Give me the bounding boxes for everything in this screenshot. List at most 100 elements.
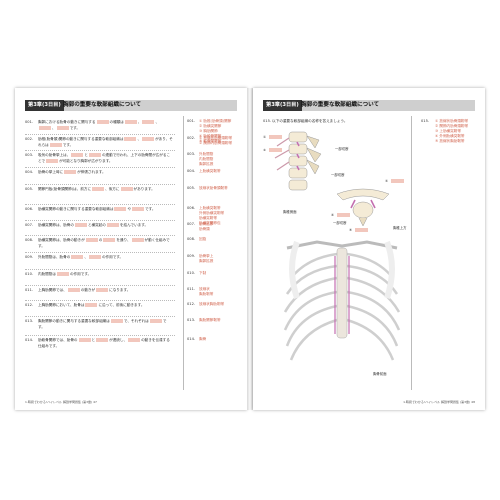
answer-blank[interactable] xyxy=(46,159,59,163)
answer-line: ④ 肋軟骨関節 xyxy=(199,134,222,138)
cut-label: 一部切断 xyxy=(333,221,347,225)
answer-lines: 胸骨 xyxy=(199,337,247,342)
answer-blank[interactable] xyxy=(128,338,141,342)
answer-blank[interactable] xyxy=(124,120,137,124)
answer-blank[interactable] xyxy=(106,223,119,227)
right-page: 第3章(3日目) 胸郭の重要な軟部組織について 015. 以下の重要な軟部組織の… xyxy=(253,88,485,410)
answer-number: 008. xyxy=(187,237,196,241)
spine-lateral-figure xyxy=(274,131,322,191)
answer-blank[interactable] xyxy=(110,319,123,323)
answer-blank[interactable] xyxy=(269,148,282,152)
chapter-tag: 第3章(3日目) xyxy=(25,100,64,111)
page-footer: 1.時間でわかる!ハイレベル 解剖学問題集 (第3章) 47 xyxy=(25,400,97,404)
answer-blank[interactable] xyxy=(142,137,155,141)
question-text: 上胸肋関節において、肋骨はに沿って、前後に動きます。 xyxy=(38,303,145,307)
row-separator xyxy=(25,150,175,151)
answer-blank[interactable] xyxy=(96,338,109,342)
answer-line: ② 肋横突関節 xyxy=(199,124,222,128)
row-separator xyxy=(25,235,175,236)
answer-line: 肋骨挙上 xyxy=(199,254,214,258)
question-text: 胸郭における肋骨の動きに関与するの種類は、、、です。 xyxy=(38,120,160,130)
label-5: ⑤ xyxy=(349,228,353,232)
page-title: 胸郭の重要な軟部組織について xyxy=(301,102,380,108)
answer-blank[interactable] xyxy=(78,338,91,342)
answer-blank[interactable] xyxy=(132,207,145,211)
answer-blank[interactable] xyxy=(114,207,127,211)
answer-blank[interactable] xyxy=(120,187,133,191)
answer-line: ① 放線状肋骨頭靭帯 xyxy=(435,119,469,123)
question-text: 肋骨の挙上時にが伸張されます。 xyxy=(38,170,106,174)
answer-number: 009. xyxy=(187,254,196,258)
page-footer: 1.時間でわかる!ハイレベル 解剖学問題集 (第3章) 48 xyxy=(403,400,475,404)
answer-line: ① 放線状肋骨頭靭帯 xyxy=(199,136,233,140)
answer-number: 010. xyxy=(187,271,196,275)
answer-blank[interactable] xyxy=(49,143,62,147)
row-separator xyxy=(25,269,175,270)
answer-line: 下制 xyxy=(199,271,207,275)
answer-lines: 回旋 xyxy=(199,237,247,242)
cut-label: 一部切断 xyxy=(331,173,345,177)
row-separator xyxy=(25,204,175,205)
answer-blank[interactable] xyxy=(355,228,368,232)
answer-blank[interactable] xyxy=(56,272,69,276)
page-header: 第3章(3日目) 胸郭の重要な軟部組織について xyxy=(263,100,475,111)
answer-line: 胸郭拡張 xyxy=(199,162,214,166)
question-text: 肋横突関節の動きに関与する重要な軟部組織はやです。 xyxy=(38,207,156,211)
answer-number: 012. xyxy=(187,302,196,306)
answer-blank[interactable] xyxy=(124,137,137,141)
answer-number: 001. xyxy=(187,119,196,123)
question-text: 肋軟骨関節では、肋骨のとが連続し、の動きを伝達する仕組みです。 xyxy=(38,338,170,348)
column-divider xyxy=(411,116,412,390)
answer-blank[interactable] xyxy=(71,153,84,157)
question-text: 肋横突関節は、肋骨のと横突起のを結んでいます。 xyxy=(38,223,149,227)
question-number: 001. xyxy=(25,120,34,124)
question-number: 010. xyxy=(25,272,34,276)
answer-blank[interactable] xyxy=(337,213,350,217)
answer-blank[interactable] xyxy=(142,120,155,124)
answer-blank[interactable] xyxy=(269,135,282,139)
answer-lines: 放線状胸肋靭帯 xyxy=(199,302,247,307)
question-text: 外肋間筋は、肋骨の、の作用です。 xyxy=(38,255,124,259)
answer-blank[interactable] xyxy=(85,238,98,242)
answer-blank[interactable] xyxy=(39,126,51,130)
answer-line: 肋骨頸 xyxy=(199,227,210,231)
question-number: 002. xyxy=(25,137,34,141)
answer-blank[interactable] xyxy=(71,255,84,259)
question-text: 胸肋関節の動きに関与する重要な軟部組織はで、それぞれはです。 xyxy=(38,319,167,329)
answer-number: 006. xyxy=(187,206,196,210)
question-number: 011. xyxy=(25,288,34,292)
question-text: 吸気の肋骨挙上は、との連動で行われ、上下の肋骨間が広がることでが可能となり胸郭が… xyxy=(38,153,171,163)
answer-blank[interactable] xyxy=(92,187,105,191)
vertebra-superior-figure xyxy=(336,188,390,227)
answer-blank[interactable] xyxy=(56,126,69,130)
answer-line: 上肋横突靭帯 xyxy=(199,169,221,173)
answer-number: 015. xyxy=(421,119,430,123)
answer-blank[interactable] xyxy=(131,238,144,242)
answer-blank[interactable] xyxy=(149,319,162,323)
ribcage-front-figure xyxy=(283,240,401,361)
answer-line: 肋骨結節 xyxy=(199,222,214,226)
view-label: 胸椎側面 xyxy=(283,210,297,214)
answer-blank[interactable] xyxy=(391,179,404,183)
answer-blank[interactable] xyxy=(85,303,98,307)
answer-blank[interactable] xyxy=(64,170,77,174)
answer-number: 007. xyxy=(187,222,196,226)
answer-line: ① 肋椎(肋骨頭)関節 xyxy=(199,119,232,123)
answer-line: ② 関節内肋骨頭靭帯 xyxy=(435,124,469,128)
answer-blank[interactable] xyxy=(88,255,101,259)
answer-blank[interactable] xyxy=(74,223,87,227)
label-4: ④ xyxy=(331,213,335,217)
question-015: 015. 以下の重要な軟部組織の名称を答えましょう。 xyxy=(263,119,347,124)
row-separator xyxy=(25,335,175,336)
answer-blank[interactable] xyxy=(96,120,109,124)
question-number: 008. xyxy=(25,238,34,242)
question-number: 005. xyxy=(25,187,34,191)
answer-number: 014. xyxy=(187,337,196,341)
answer-blank[interactable] xyxy=(67,288,80,292)
answer-line: ⑤ 軟骨間関節 xyxy=(199,139,222,143)
answer-blank[interactable] xyxy=(96,288,109,292)
answer-line: 胸肋関節靭帯 xyxy=(199,318,221,322)
answer-blank[interactable] xyxy=(103,238,116,242)
answer-blank[interactable] xyxy=(88,153,101,157)
question-text: 以下の重要な軟部組織の名称を答えましょう。 xyxy=(272,119,348,123)
